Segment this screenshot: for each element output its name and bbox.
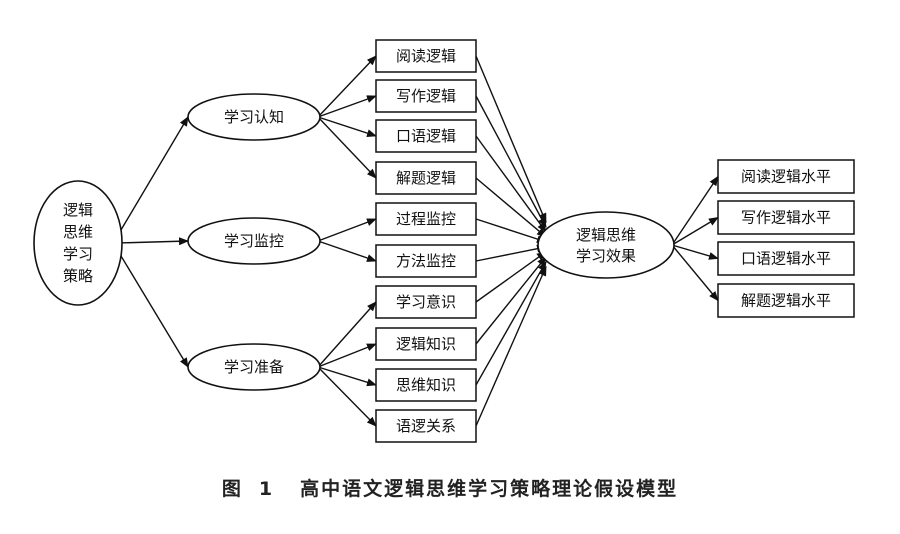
item-box	[375, 327, 477, 361]
item-box	[375, 285, 477, 319]
edge-item-to-effect	[475, 218, 547, 243]
root-label-line: 学习	[63, 245, 93, 263]
edge-strategy-to-item	[317, 95, 377, 118]
edge-item-to-effect	[475, 135, 547, 233]
edge-strategy-to-item	[317, 116, 377, 179]
outcome-box	[717, 283, 855, 318]
edge-strategy-to-item	[317, 343, 377, 368]
edge-strategy-to-item	[317, 218, 377, 242]
strategy-ellipse	[187, 217, 321, 265]
item-label: 口语逻辑	[396, 127, 456, 145]
edges-layer	[117, 55, 719, 427]
item-box	[375, 202, 477, 236]
item-box	[375, 409, 477, 443]
edge-root-to-strategy	[117, 116, 189, 236]
edge-item-to-effect	[475, 260, 547, 386]
item-box	[375, 368, 477, 402]
item-box	[375, 79, 477, 113]
root-label-line: 策略	[63, 267, 93, 285]
edge-effect-to-outcome	[671, 244, 719, 302]
edge-strategy-to-item	[317, 116, 377, 137]
strategy-ellipse	[187, 343, 321, 391]
item-label: 思维知识	[396, 376, 456, 394]
outcome-box	[717, 159, 855, 194]
root-label-line: 思维	[63, 223, 93, 241]
edge-item-to-effect	[475, 265, 547, 427]
edge-item-to-effect	[475, 95, 547, 229]
strategy-label: 学习准备	[224, 358, 284, 376]
outcome-label: 解题逻辑水平	[741, 292, 831, 310]
edge-item-to-effect	[475, 244, 547, 262]
effect-ellipse	[537, 211, 675, 279]
item-box	[375, 119, 477, 153]
edge-item-to-effect	[475, 256, 547, 345]
edge-strategy-to-item	[317, 240, 377, 262]
outcome-label: 写作逻辑水平	[741, 209, 831, 227]
outcome-box	[717, 241, 855, 276]
item-label: 解题逻辑	[396, 169, 456, 187]
item-label: 语逻关系	[396, 417, 456, 435]
item-box	[375, 39, 477, 73]
edge-item-to-effect	[475, 251, 547, 303]
strategy-label: 学习认知	[224, 108, 284, 126]
edge-root-to-strategy	[117, 237, 189, 246]
nodes-layer: 逻辑思维学习策略学习认知阅读逻辑写作逻辑口语逻辑解题逻辑学习监控过程监控方法监控…	[33, 39, 855, 443]
root-label-line: 逻辑	[63, 201, 93, 219]
edge-item-to-effect	[475, 55, 547, 224]
edge-strategy-to-item	[317, 366, 377, 387]
edge-effect-to-outcome	[671, 175, 719, 246]
item-label: 学习意识	[396, 293, 456, 311]
strategy-label: 学习监控	[224, 232, 284, 250]
figure-number: 1	[258, 478, 275, 500]
edge-strategy-to-item	[317, 55, 377, 118]
strategy-model-diagram: 逻辑思维学习策略学习认知阅读逻辑写作逻辑口语逻辑解题逻辑学习监控过程监控方法监控…	[33, 39, 855, 443]
item-box	[375, 244, 477, 278]
item-label: 方法监控	[396, 252, 456, 270]
outcome-label: 阅读逻辑水平	[741, 168, 831, 186]
edge-strategy-to-item	[317, 301, 377, 368]
edge-root-to-strategy	[117, 250, 189, 368]
edge-effect-to-outcome	[671, 244, 719, 260]
item-label: 写作逻辑	[396, 87, 456, 105]
item-label: 逻辑知识	[396, 335, 456, 353]
item-label: 阅读逻辑	[396, 47, 456, 65]
outcome-box	[717, 200, 855, 235]
item-box	[375, 161, 477, 195]
outcome-label: 口语逻辑水平	[741, 250, 831, 268]
effect-label-line: 学习效果	[576, 247, 636, 265]
item-label: 过程监控	[396, 210, 456, 228]
edge-strategy-to-item	[317, 366, 377, 427]
figure-title: 高中语文逻辑思维学习策略理论假设模型	[300, 478, 679, 500]
effect-label-line: 逻辑思维	[576, 226, 636, 244]
root-ellipse	[33, 180, 123, 306]
strategy-ellipse	[187, 93, 321, 141]
figure-label: 图	[221, 478, 243, 500]
edge-effect-to-outcome	[671, 216, 719, 246]
edge-item-to-effect	[475, 177, 547, 238]
